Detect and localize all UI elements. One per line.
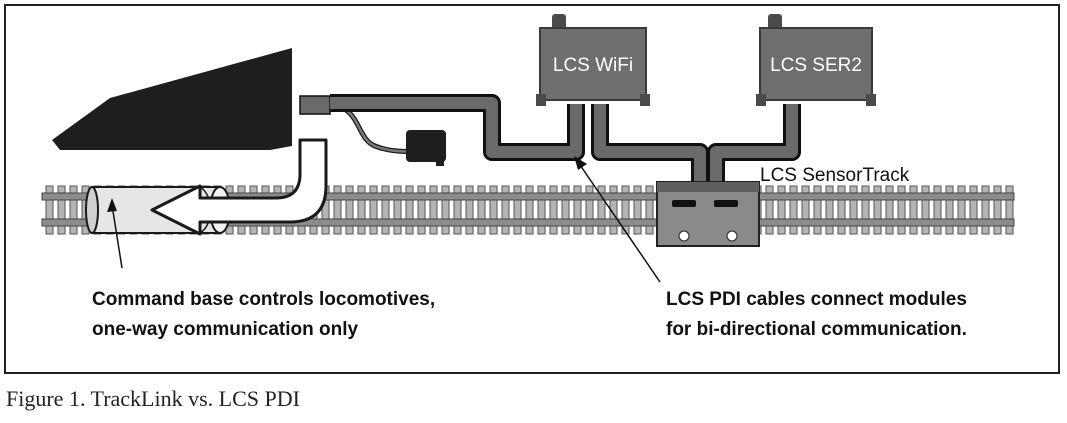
- left-callout-line1: Command base controls locomotives,: [92, 289, 435, 310]
- track-tie: [801, 185, 810, 235]
- track-tie: [873, 185, 882, 235]
- track-tie: [885, 185, 894, 235]
- track-tie: [477, 185, 486, 235]
- track-tie: [933, 185, 942, 235]
- left-pointer: [107, 198, 123, 269]
- track-rail-top: [41, 192, 1015, 201]
- track-tie: [969, 185, 978, 235]
- track-tie: [993, 185, 1002, 235]
- track-tie: [525, 185, 534, 235]
- track-tie: [585, 185, 594, 235]
- track-tie: [537, 185, 546, 235]
- track-tie: [369, 185, 378, 235]
- track-tie: [861, 185, 870, 235]
- track-tie: [621, 185, 630, 235]
- lcs-sensortrack-label: LCS SensorTrack: [760, 165, 910, 186]
- track-tie: [849, 185, 858, 235]
- track-tie: [453, 185, 462, 235]
- track-tie: [441, 185, 450, 235]
- lcs-wifi-label: LCS WiFi: [553, 55, 633, 76]
- track-tie: [333, 185, 342, 235]
- track-tie: [633, 185, 642, 235]
- track-tie: [393, 185, 402, 235]
- track-tie: [573, 185, 582, 235]
- one-way-arrow: [150, 138, 328, 236]
- track-tie: [825, 185, 834, 235]
- figure-caption: Figure 1. TrackLink vs. LCS PDI: [6, 386, 300, 411]
- track-tie: [381, 185, 390, 235]
- base-output-jack: [299, 95, 331, 115]
- left-callout-line2: one-way communication only: [92, 319, 358, 340]
- track-tie: [501, 185, 510, 235]
- track-tie: [789, 185, 798, 235]
- track-tie: [813, 185, 822, 235]
- track-tie: [765, 185, 774, 235]
- track-tie: [429, 185, 438, 235]
- track-tie: [417, 185, 426, 235]
- track-tie: [345, 185, 354, 235]
- track-tie: [777, 185, 786, 235]
- command-base: [52, 48, 331, 150]
- track-tie: [897, 185, 906, 235]
- lcs-wifi-module: LCS WiFi: [536, 14, 650, 106]
- track-tie: [561, 185, 570, 235]
- track-tie: [357, 185, 366, 235]
- right-pointer: [574, 156, 661, 283]
- lcs-ser2-module: LCS SER2: [756, 14, 876, 106]
- track-tie: [837, 185, 846, 235]
- track-tie: [645, 185, 654, 235]
- track-tie: [465, 185, 474, 235]
- right-callout-line2: for bi-directional communication.: [666, 319, 967, 340]
- track-tie: [945, 185, 954, 235]
- track-tie: [921, 185, 930, 235]
- track-tie: [513, 185, 522, 235]
- lcs-ser2-label: LCS SER2: [770, 55, 862, 76]
- track-tie: [909, 185, 918, 235]
- right-callout-line1: LCS PDI cables connect modules: [666, 289, 967, 310]
- track-tie: [597, 185, 606, 235]
- lcs-sensortrack: [656, 181, 760, 247]
- track-tie: [1005, 185, 1014, 235]
- track-tie: [549, 185, 558, 235]
- track-tie: [957, 185, 966, 235]
- power-adapter: [344, 107, 446, 166]
- track-tie: [45, 185, 54, 235]
- track-tie: [57, 185, 66, 235]
- track-tie: [489, 185, 498, 235]
- track-tie: [981, 185, 990, 235]
- track-tie: [69, 185, 78, 235]
- pdi-cables: [330, 94, 801, 182]
- track-tie: [405, 185, 414, 235]
- track-rail-bottom: [41, 218, 1015, 227]
